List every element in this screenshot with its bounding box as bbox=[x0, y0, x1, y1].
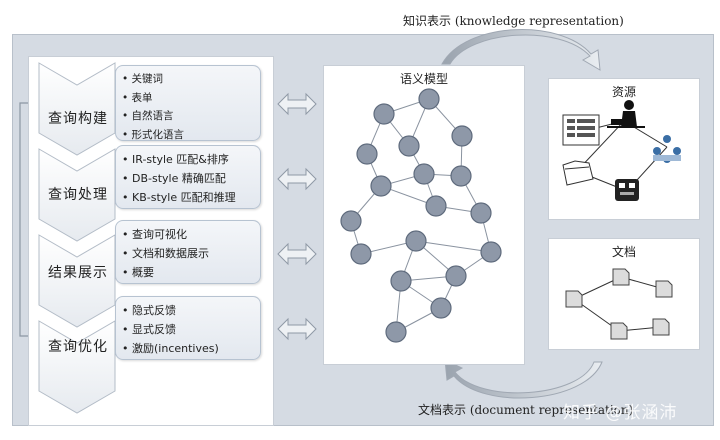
document-icon bbox=[612, 268, 630, 286]
knowledge-representation-label: 知识表示 (knowledge representation) bbox=[403, 14, 624, 28]
database-icon bbox=[562, 114, 600, 146]
double-arrow-icon bbox=[277, 317, 317, 341]
stage-label-query-refinement: 查询优化 bbox=[48, 339, 108, 355]
graph-node bbox=[425, 195, 447, 217]
graph-node bbox=[470, 202, 492, 224]
list-item: 概要 bbox=[122, 263, 260, 282]
graph-node bbox=[480, 241, 502, 263]
documents-title: 文档 bbox=[611, 245, 636, 259]
graph-node bbox=[373, 103, 395, 125]
semantic-model-panel: 语义模型 bbox=[323, 65, 525, 365]
stage-label-result-display: 结果展示 bbox=[48, 265, 108, 281]
list-item: 激励(incentives) bbox=[122, 339, 260, 358]
graph-node bbox=[385, 321, 407, 343]
list-item: 表单 bbox=[122, 89, 260, 108]
stage-box-query-construction: 关键词 表单 自然语言 形式化语言 bbox=[115, 65, 261, 141]
semantic-graph bbox=[340, 88, 502, 343]
list-item: 自然语言 bbox=[122, 107, 260, 126]
folder-icon bbox=[562, 160, 594, 186]
document-icon bbox=[610, 322, 628, 340]
stage-box-result-display: 查询可视化 文档和数据展示 概要 bbox=[115, 220, 261, 284]
watermark: 知乎 @张涵沛 bbox=[563, 403, 678, 423]
documents-graph bbox=[565, 268, 673, 340]
resources-panel: 资源 bbox=[548, 78, 700, 220]
graph-node bbox=[405, 230, 427, 252]
documents-panel: 文档 bbox=[548, 238, 700, 350]
resources-graph bbox=[562, 100, 681, 201]
person-computer-icon bbox=[607, 100, 645, 128]
list-item: IR-style 匹配&排序 bbox=[122, 150, 260, 169]
list-item: 文档和数据展示 bbox=[122, 244, 260, 263]
graph-node bbox=[445, 265, 467, 287]
graph-node bbox=[450, 165, 472, 187]
graph-node bbox=[340, 210, 362, 232]
double-arrow-icon bbox=[277, 167, 317, 191]
graph-node bbox=[418, 88, 440, 110]
graph-node bbox=[451, 125, 473, 147]
robot-icon bbox=[615, 179, 639, 201]
graph-node bbox=[356, 143, 378, 165]
list-item: 查询可视化 bbox=[122, 225, 260, 244]
list-item: 隐式反馈 bbox=[122, 301, 260, 320]
graph-node bbox=[430, 297, 452, 319]
list-item: 显式反馈 bbox=[122, 320, 260, 339]
document-icon bbox=[652, 318, 670, 336]
document-icon bbox=[655, 280, 673, 298]
list-item: KB-style 匹配和推理 bbox=[122, 188, 260, 207]
chevron-stage-4 bbox=[38, 320, 116, 414]
graph-node bbox=[370, 175, 392, 197]
stage-label-query-processing: 查询处理 bbox=[48, 187, 108, 203]
people-network-icon bbox=[653, 135, 681, 163]
graph-node bbox=[350, 243, 372, 265]
document-arrow bbox=[444, 359, 603, 399]
resources-title: 资源 bbox=[611, 85, 636, 99]
list-item: DB-style 精确匹配 bbox=[122, 169, 260, 188]
stage-label-query-construction: 查询构建 bbox=[48, 111, 108, 127]
semantic-model-title: 语义模型 bbox=[399, 72, 448, 86]
graph-node bbox=[398, 135, 420, 157]
stage-box-query-refinement: 隐式反馈 显式反馈 激励(incentives) bbox=[115, 296, 261, 360]
double-arrow-icon bbox=[277, 92, 317, 116]
double-arrow-icon bbox=[277, 242, 317, 266]
list-item: 关键词 bbox=[122, 70, 260, 89]
chevron-stack bbox=[38, 62, 116, 414]
stage-box-query-processing: IR-style 匹配&排序 DB-style 精确匹配 KB-style 匹配… bbox=[115, 145, 261, 209]
list-item: 形式化语言 bbox=[122, 126, 260, 145]
graph-node bbox=[413, 163, 435, 185]
chevron-stage-2 bbox=[38, 148, 116, 242]
document-representation-label: 文档表示 (document representation) bbox=[418, 403, 634, 417]
graph-node bbox=[390, 270, 412, 292]
double-arrow-column bbox=[277, 92, 317, 341]
document-icon bbox=[565, 290, 583, 308]
knowledge-arrow bbox=[441, 29, 601, 71]
